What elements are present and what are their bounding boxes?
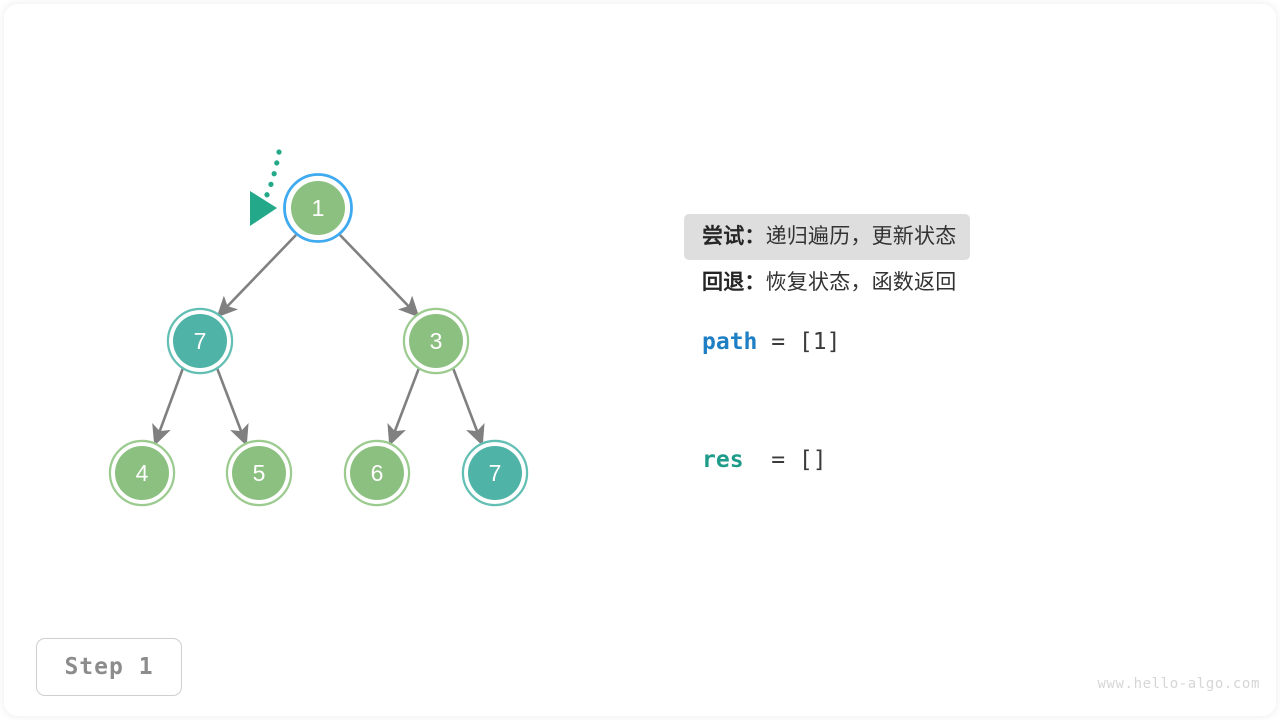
edge-7-to-4 [152,367,185,446]
tree-node-4[interactable]: 4 [108,439,176,507]
backtrack-text: 恢复状态，函数返回 [765,271,957,294]
node-6-ring [343,439,411,507]
node-4-gap [111,442,173,504]
node-7l-fill [173,314,227,368]
recursion-entry-arrow [250,149,282,226]
tree-nodes: 1 7 3 4 [108,173,529,507]
pointer-arrowhead [250,191,277,226]
edge-root-to-3 [339,234,420,318]
node-7r-ring [461,439,529,507]
backtrack-row: 回退：恢复状态，函数返回 [684,260,970,306]
path-var-name: path [702,329,758,355]
tree-node-1[interactable]: 1 [283,173,353,243]
node-7l-ring [166,307,234,375]
res-variable-line: res = [] [684,447,827,473]
node-7r-fill [468,446,522,500]
node-1-label: 1 [312,195,325,221]
tree-edges [152,234,485,446]
edge-root-to-7 [216,234,297,318]
node-5-label: 5 [253,460,266,486]
try-label: 尝试： [702,225,766,248]
step-badge-label: Step 1 [64,654,154,680]
info-panel: 尝试：递归遍历，更新状态 回退：恢复状态，函数返回 [684,214,1104,306]
node-1-fill [291,181,345,235]
res-var-name: res [702,447,744,473]
node-7r-gap [464,442,526,504]
node-3-ring [402,307,470,375]
node-4-fill [115,446,169,500]
edge-3-to-7b [451,367,485,446]
node-1-inner-ring [286,176,350,240]
node-1-active-ring [283,173,353,243]
watermark: www.hello-algo.com [1097,676,1260,692]
pointer-dotted-curve [263,149,282,200]
node-7l-gap [169,310,231,372]
node-4-label: 4 [136,460,149,486]
res-var-value: = [] [743,447,827,473]
edge-3-to-6 [387,367,421,446]
tree-node-7-left[interactable]: 7 [166,307,234,375]
node-6-label: 6 [371,460,384,486]
node-5-ring [225,439,293,507]
edge-7-to-5 [215,367,249,446]
node-5-gap [228,442,290,504]
node-4-ring [108,439,176,507]
node-7l-label: 7 [194,328,207,354]
try-text: 递归遍历，更新状态 [765,225,957,248]
tree-node-6[interactable]: 6 [343,439,411,507]
path-variable-line: path = [1] [684,329,840,355]
node-3-gap [405,310,467,372]
node-3-label: 3 [430,328,443,354]
node-6-fill [350,446,404,500]
try-row: 尝试：递归遍历，更新状态 [684,214,971,260]
node-5-fill [232,446,286,500]
node-6-gap [346,442,408,504]
tree-node-3[interactable]: 3 [402,307,470,375]
node-3-fill [409,314,463,368]
path-var-value: = [1] [757,329,841,355]
tree-node-5[interactable]: 5 [225,439,293,507]
backtrack-label: 回退： [702,271,766,294]
node-7r-label: 7 [489,460,502,486]
tree-node-7-right[interactable]: 7 [461,439,529,507]
step-badge: Step 1 [36,638,182,696]
